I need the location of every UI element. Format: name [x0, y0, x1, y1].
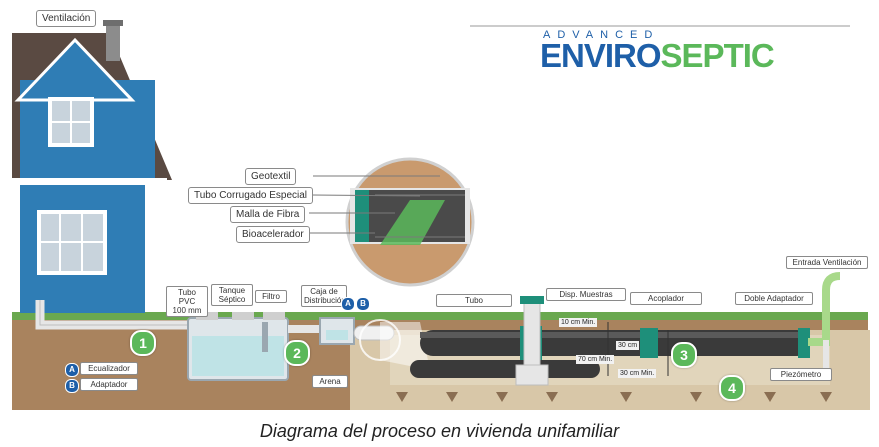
legend-marker-a: A [65, 363, 79, 377]
dim-30cm: 30 cm [616, 341, 640, 350]
label-tubo: Tubo [436, 294, 512, 307]
label-acoplador: Acoplador [630, 292, 702, 305]
label-tanque-septico: Tanque Séptico [211, 284, 253, 306]
brand-logo: ENVIROSEPTIC [540, 37, 775, 75]
label-malla-fibra: Malla de Fibra [230, 206, 306, 223]
brand-name-part2: SEPTIC [660, 37, 775, 74]
dim-70cm: 70 cm Min. [576, 355, 615, 364]
filter [262, 322, 268, 352]
second-pipe [410, 360, 600, 378]
brand-name-part1: ENVIRO [540, 37, 662, 74]
brand-tagline: ADVANCED [543, 29, 660, 41]
marker-1: 1 [130, 330, 156, 356]
label-ecualizador: Ecualizador [80, 362, 138, 375]
label-disp-muestras: Disp. Muestras [546, 288, 626, 301]
label-arena: Arena [312, 375, 348, 388]
label-tubo-pvc: Tubo PVC 100 mm [166, 286, 208, 317]
dim-30cm-min: 30 cm Min. [618, 369, 657, 378]
vent-riser [808, 272, 841, 346]
figure-caption: Diagrama del proceso en vivienda unifami… [259, 421, 620, 441]
dormer [18, 40, 132, 100]
marker-a: A [341, 297, 355, 311]
dim-10cm: 10 cm Min. [559, 318, 598, 327]
label-caja-distribucion: Caja de Distribución [301, 285, 347, 307]
marker-2: 2 [284, 340, 310, 366]
infiltration-arrows [396, 392, 832, 402]
label-adaptador: Adaptador [80, 378, 138, 391]
label-bioacelerador: Bioacelerador [236, 226, 310, 243]
marker-3: 3 [671, 342, 697, 368]
label-ventilacion: Ventilación [36, 10, 97, 27]
label-tubo-corrugado: Tubo Corrugado Especial [188, 187, 314, 204]
label-piezometro: Piezómetro [770, 368, 832, 381]
label-filtro: Filtro [255, 290, 287, 303]
coupler [640, 328, 658, 358]
marker-b: B [356, 297, 370, 311]
grass-strip [12, 312, 868, 320]
label-entrada-ventilacion: Entrada Ventilación [786, 256, 868, 269]
label-doble-adaptador: Doble Adaptador [735, 292, 813, 305]
legend-marker-b: B [65, 379, 79, 393]
marker-4: 4 [719, 375, 745, 401]
house [12, 20, 172, 313]
chimney [106, 26, 120, 61]
zoom-beam [380, 322, 430, 370]
label-geotextil: Geotextil [245, 168, 297, 185]
